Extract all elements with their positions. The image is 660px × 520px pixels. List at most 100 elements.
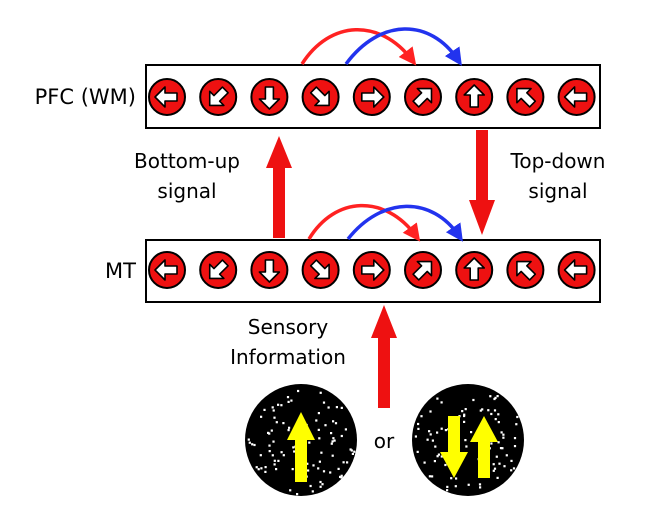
motion-dot	[440, 455, 443, 458]
motion-dot	[446, 485, 449, 488]
motion-dot	[287, 400, 290, 403]
stimulus-up-arrow	[470, 416, 498, 478]
motion-dot	[306, 462, 309, 465]
motion-dot	[500, 431, 503, 434]
motion-dot	[292, 446, 295, 449]
motion-dot	[516, 415, 519, 419]
motion-dot	[312, 464, 315, 467]
motion-dot	[319, 391, 322, 394]
motion-dot	[464, 439, 467, 442]
motion-dot	[296, 493, 299, 496]
motion-dot	[331, 454, 334, 457]
motion-dot	[417, 422, 420, 426]
motion-dot	[320, 451, 323, 454]
motion-dot	[440, 427, 443, 430]
motion-dot	[513, 437, 517, 440]
motion-dot	[417, 427, 420, 430]
motion-dot	[260, 467, 263, 470]
motion-dot	[334, 422, 338, 425]
top-down-label-line1: Top-down	[510, 149, 606, 173]
neuron-up	[455, 251, 494, 289]
motion-dot	[496, 476, 499, 479]
motion-dot	[461, 410, 464, 413]
motion-dot	[431, 475, 434, 478]
motion-dot	[346, 461, 349, 464]
stimulus-up-arrow	[287, 412, 315, 482]
neuron-right	[352, 78, 391, 116]
neuron-up-right	[404, 78, 442, 116]
motion-dot	[317, 467, 320, 470]
motion-dot	[434, 445, 437, 448]
motion-dot	[275, 468, 278, 471]
motion-dot	[286, 396, 290, 399]
motion-dot	[293, 450, 296, 453]
sensory-label-line1: Sensory	[248, 315, 329, 339]
motion-dot	[340, 434, 343, 438]
motion-dot	[420, 415, 423, 418]
motion-dot	[311, 490, 314, 493]
motion-dot	[450, 477, 453, 480]
motion-dot	[487, 409, 490, 412]
motion-dot	[267, 431, 270, 434]
bottom-up-label-line1: Bottom-up	[134, 149, 240, 173]
motion-dot	[337, 467, 340, 470]
motion-dot	[465, 445, 468, 448]
motion-dot	[349, 448, 352, 451]
motion-dot	[253, 443, 256, 447]
motion-dot	[344, 428, 347, 431]
neuron-down-right	[301, 251, 340, 289]
direction-left-icon	[563, 259, 588, 281]
neuron-up	[455, 78, 494, 116]
motion-dot	[499, 447, 503, 450]
motion-dot	[260, 415, 263, 418]
direction-up-icon	[463, 84, 486, 108]
bottom-up-label-line2: signal	[157, 179, 216, 203]
motion-dot	[433, 460, 436, 463]
motion-dot	[280, 451, 283, 454]
motion-dot	[505, 454, 508, 457]
neuron-down-left	[199, 251, 238, 289]
motion-dot	[454, 485, 457, 488]
direction-down-left-icon	[208, 259, 229, 280]
motion-dot	[330, 432, 333, 435]
neuron-down-left	[199, 78, 238, 116]
motion-dot	[414, 435, 417, 438]
motion-dot	[446, 489, 449, 492]
mt-red-recurrent-arrow	[307, 203, 421, 242]
motion-dot	[264, 466, 267, 469]
motion-dot	[455, 477, 458, 480]
motion-dot	[353, 450, 356, 453]
motion-dot	[512, 467, 516, 470]
motion-dot	[513, 445, 517, 448]
direction-left-icon	[154, 86, 178, 108]
bottom-up-signal-arrow	[266, 136, 292, 238]
neuron-left	[557, 78, 596, 116]
motion-dot	[317, 428, 320, 431]
motion-dot	[327, 406, 330, 409]
motion-dot	[497, 413, 500, 416]
motion-dot	[429, 433, 432, 436]
motion-dot	[264, 470, 267, 473]
motion-dot	[272, 409, 275, 412]
motion-dot	[273, 463, 276, 466]
neuron-down	[250, 251, 289, 289]
neuron-down	[250, 78, 289, 116]
direction-up-right-icon	[412, 87, 433, 108]
motion-dot	[340, 406, 343, 409]
motion-dot	[467, 483, 470, 486]
motion-dot	[463, 420, 466, 423]
direction-up-left-icon	[516, 260, 537, 281]
neuron-down-right	[301, 78, 340, 116]
motion-dot	[288, 426, 291, 429]
motion-dot	[490, 442, 493, 445]
motion-dot	[428, 475, 431, 478]
motion-dot	[272, 440, 275, 443]
stimulus-single-upward	[245, 384, 357, 496]
sensory-label-line2: Information	[230, 345, 346, 369]
motion-dot	[429, 410, 432, 413]
direction-left-icon	[154, 259, 178, 281]
motion-dot	[489, 395, 492, 398]
motion-dot	[472, 398, 475, 402]
top-down-label-line2: signal	[528, 179, 587, 203]
direction-up-left-icon	[516, 87, 537, 108]
